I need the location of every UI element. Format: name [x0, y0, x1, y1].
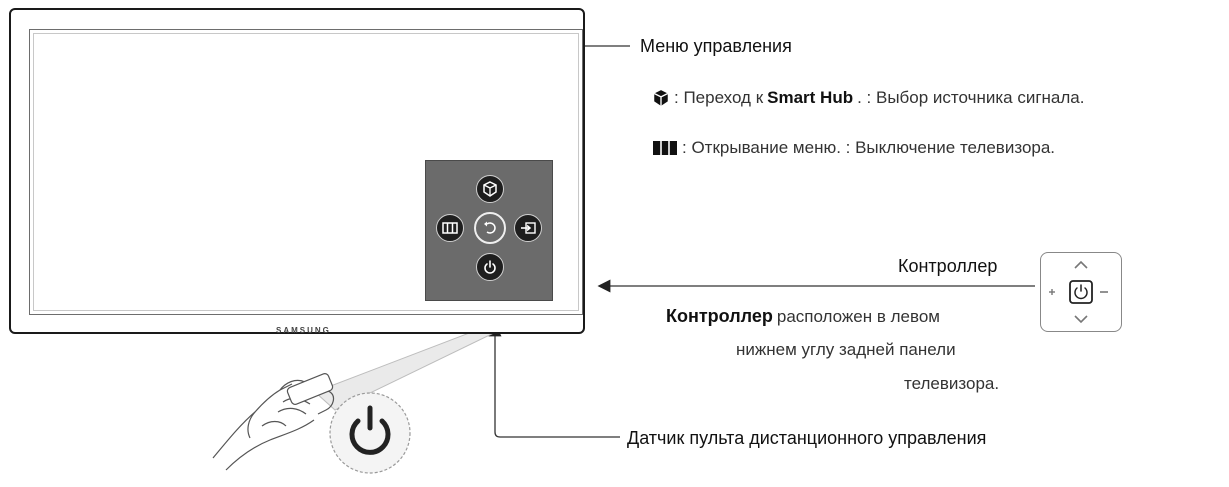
sensor-callout-title: Датчик пульта дистанционного управления: [627, 428, 987, 448]
controller-description-line1: Контроллер расположен в левом: [666, 306, 940, 327]
menu-icon: [653, 141, 677, 155]
smart-hub-button[interactable]: [476, 175, 504, 203]
controller-description-line2: нижнем углу задней панели: [736, 340, 956, 359]
sensor-leader-line: [488, 323, 620, 438]
return-button[interactable]: [474, 212, 506, 244]
source-button[interactable]: [514, 214, 542, 242]
smart-hub-icon: [483, 181, 497, 197]
controller-diagram: [1040, 252, 1122, 332]
tv-screen-border: [29, 29, 583, 315]
smart-hub-name: Smart Hub: [767, 88, 854, 107]
source-icon: [521, 222, 536, 234]
power-button[interactable]: [476, 253, 504, 281]
power-badge-circle: [329, 392, 411, 474]
controller-description-strong: Контроллер: [666, 306, 773, 326]
remote-beam: [314, 324, 502, 411]
hand-with-remote: [212, 373, 335, 471]
tv-screen: [33, 33, 579, 311]
menu-callout-title: Меню управления: [640, 36, 792, 56]
menu-icon: [442, 222, 458, 234]
controller-description-text1: расположен в левом: [776, 306, 940, 326]
smart-hub-description: : Переход к Smart Hub . : Выбор источник…: [652, 88, 1084, 108]
smart-hub-prefix: : Переход к: [674, 88, 764, 107]
power-badge-icon: [349, 405, 391, 455]
controller-callout-title: Контроллер: [898, 256, 998, 276]
menu-description: : Открывание меню. : Выключение телевизо…: [652, 138, 1055, 158]
menu-description-text: : Открывание меню. : Выключение телевизо…: [682, 138, 1056, 157]
tv-brand-logo: SAMSUNG: [276, 326, 331, 335]
controller-description-line3: телевизора.: [904, 374, 1000, 393]
smart-hub-icon: [653, 90, 669, 106]
smart-hub-suffix: . : Выбор источника сигнала.: [857, 88, 1085, 107]
menu-button[interactable]: [436, 214, 464, 242]
control-menu-panel: [425, 160, 553, 301]
controller-icon: [1049, 260, 1108, 324]
power-icon: [484, 260, 496, 274]
return-icon: [484, 221, 496, 234]
